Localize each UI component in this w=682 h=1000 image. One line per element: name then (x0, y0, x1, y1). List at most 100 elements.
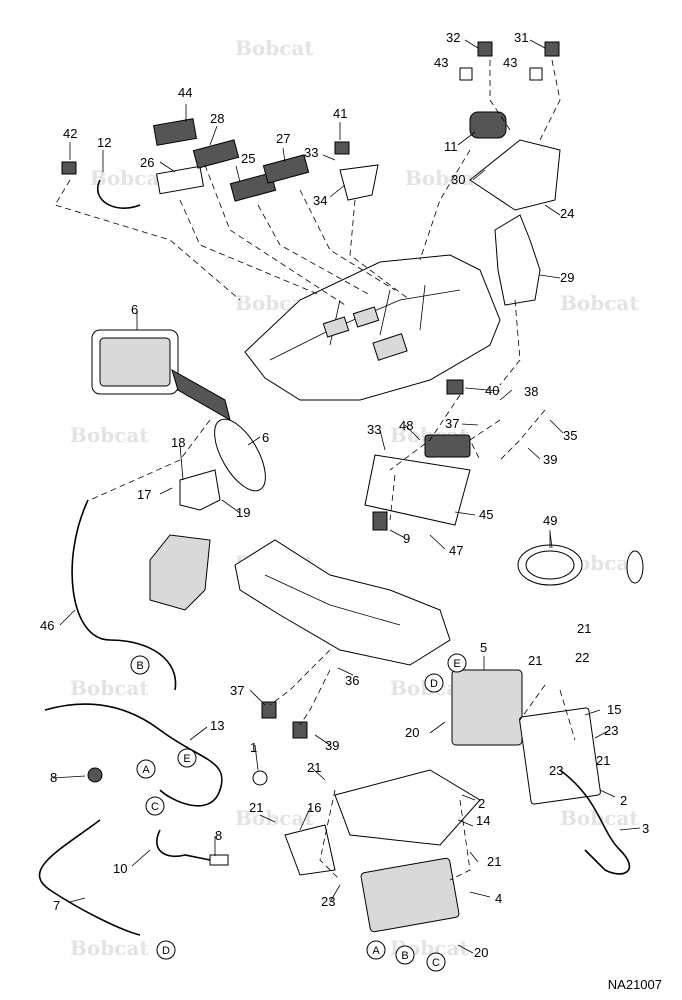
callout-39: 39 (325, 738, 339, 753)
watermark-text: Bobcat (235, 36, 314, 60)
callout-29: 29 (560, 270, 574, 285)
connector-label: B (136, 660, 143, 672)
connector-label: E (183, 753, 190, 765)
callout-44: 44 (178, 85, 192, 100)
connector-a: A (136, 759, 156, 779)
small-parts (87, 511, 388, 866)
callout-25: 25 (241, 151, 255, 166)
callout-1: 1 (250, 740, 257, 755)
lower-console-assembly (149, 534, 451, 666)
callout-6: 6 (131, 302, 138, 317)
callout-30: 30 (451, 172, 465, 187)
watermark-text: Bobcat (235, 806, 314, 830)
watermark-text: Bobcat (405, 166, 484, 190)
callout-37: 37 (230, 683, 244, 698)
callout-34: 34 (313, 193, 327, 208)
connector-label: E (453, 658, 460, 670)
connector-e: E (447, 653, 467, 673)
callout-8: 8 (50, 770, 57, 785)
connector-label: A (372, 945, 380, 957)
wire-harnesses (38, 179, 631, 936)
callout-21: 21 (596, 753, 610, 768)
connector-label: A (142, 764, 150, 776)
callout-40: 40 (485, 383, 499, 398)
callout-33: 33 (367, 422, 381, 437)
callout-49: 49 (543, 513, 557, 528)
callout-31: 31 (514, 30, 528, 45)
connector-b: B (395, 945, 415, 965)
callout-21: 21 (528, 653, 542, 668)
connector-label: D (162, 945, 170, 957)
callout-39: 39 (543, 452, 557, 467)
callout-6: 6 (262, 430, 269, 445)
watermark-text: Bobcat (560, 291, 639, 315)
callout-9: 9 (403, 531, 410, 546)
callout-18: 18 (171, 435, 185, 450)
callout-11: 11 (444, 139, 458, 154)
callout-17: 17 (137, 487, 151, 502)
callout-27: 27 (276, 131, 290, 146)
connector-d: D (424, 673, 444, 693)
callout-21: 21 (487, 854, 501, 869)
connector-c: C (145, 796, 165, 816)
upper-console-assembly (244, 254, 501, 401)
callout-37: 37 (445, 416, 459, 431)
callout-32: 32 (446, 30, 460, 45)
callout-leaders (52, 39, 641, 954)
callout-36: 36 (345, 673, 359, 688)
callout-8: 8 (215, 828, 222, 843)
drawing-id: NA21007 (607, 977, 662, 992)
callout-33: 33 (304, 145, 318, 160)
callout-42: 42 (63, 126, 77, 141)
callout-35: 35 (563, 428, 577, 443)
callout-2: 2 (620, 793, 627, 808)
callout-46: 46 (40, 618, 54, 633)
callout-47: 47 (449, 543, 463, 558)
callout-28: 28 (210, 111, 224, 126)
display-unit (91, 329, 266, 492)
callout-5: 5 (480, 640, 487, 655)
callout-21: 21 (577, 621, 591, 636)
connector-label: C (432, 957, 440, 969)
callout-20: 20 (405, 725, 419, 740)
callout-4: 4 (495, 891, 502, 906)
callout-12: 12 (97, 135, 111, 150)
callout-13: 13 (210, 718, 224, 733)
connector-e: E (177, 748, 197, 768)
callout-41: 41 (333, 106, 347, 121)
callout-3: 3 (642, 821, 649, 836)
leader-lines (54, 59, 576, 881)
callout-38: 38 (524, 384, 538, 399)
callout-23: 23 (604, 723, 618, 738)
callout-43: 43 (434, 55, 448, 70)
callout-21: 21 (307, 760, 321, 775)
watermark-text: Bobcat (70, 676, 149, 700)
watermark-text: Bobcat (70, 936, 149, 960)
callout-14: 14 (476, 813, 490, 828)
callout-24: 24 (560, 206, 574, 221)
callout-26: 26 (140, 155, 154, 170)
callout-48: 48 (399, 418, 413, 433)
switch-panels (61, 118, 379, 202)
callout-16: 16 (307, 800, 321, 815)
callout-19: 19 (236, 505, 250, 520)
callout-20: 20 (474, 945, 488, 960)
bracket-19 (179, 469, 221, 511)
callout-10: 10 (113, 861, 127, 876)
callout-21: 21 (249, 800, 263, 815)
connector-d: D (156, 940, 176, 960)
callout-45: 45 (479, 507, 493, 522)
callout-23: 23 (321, 894, 335, 909)
connector-c: C (426, 952, 446, 972)
joystick-assembly (459, 41, 561, 306)
connector-a: A (366, 940, 386, 960)
callout-43: 43 (503, 55, 517, 70)
callout-2: 2 (478, 796, 485, 811)
callout-23: 23 (549, 763, 563, 778)
connector-b: B (130, 655, 150, 675)
callout-22: 22 (575, 650, 589, 665)
callout-15: 15 (607, 702, 621, 717)
